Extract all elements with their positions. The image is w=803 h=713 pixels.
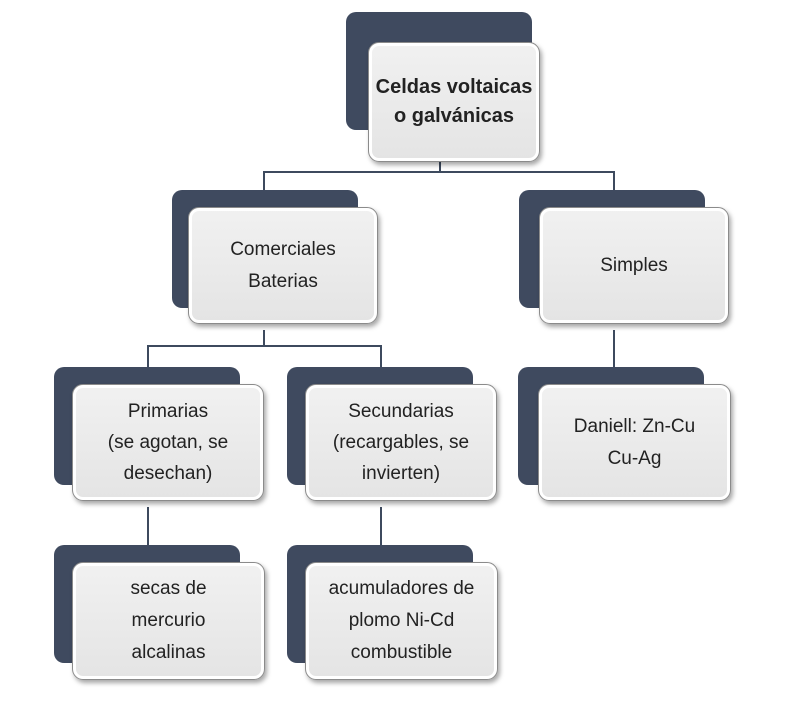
node-label-line: invierten)	[361, 463, 441, 484]
node-label-line: Cu-Ag	[607, 447, 662, 469]
node-label-line: Comerciales	[230, 238, 336, 260]
node-label-line: Daniell: Zn-Cu	[573, 415, 696, 437]
node-label-line: acumuladores de	[328, 578, 475, 599]
node-label-line: Secundarias	[348, 401, 454, 422]
node-box: Celdas voltaicas o galvánicas	[368, 42, 540, 162]
node-label-line: o galvánicas	[393, 105, 515, 127]
node-label-line: Celdas voltaicas	[375, 76, 533, 98]
node-box: acumuladores de plomo Ni-Cd combustible	[305, 562, 498, 680]
node-label-line: plomo Ni-Cd	[348, 610, 455, 631]
node-label-line: secas de	[130, 578, 207, 599]
node-label-line: Primarias	[127, 401, 209, 422]
node-box: Secundarias (recargables, se invierten)	[305, 384, 497, 501]
node-box: Simples	[539, 207, 729, 324]
node-label-line: (recargables, se	[332, 432, 470, 453]
node-label-line: (se agotan, se	[107, 432, 229, 453]
node-label-line: Baterias	[248, 270, 318, 292]
node-label-line: alcalinas	[131, 642, 206, 663]
node-box: Primarias (se agotan, se desechan)	[72, 384, 264, 501]
node-label-line: combustible	[350, 642, 453, 663]
node-label-line: mercurio	[131, 610, 206, 631]
node-box: Daniell: Zn-Cu Cu-Ag	[538, 384, 731, 501]
node-label-line: Simples	[600, 254, 668, 276]
node-box: Comerciales Baterias	[188, 207, 378, 324]
node-box: secas de mercurio alcalinas	[72, 562, 265, 680]
node-label-line: desechan)	[123, 463, 213, 484]
